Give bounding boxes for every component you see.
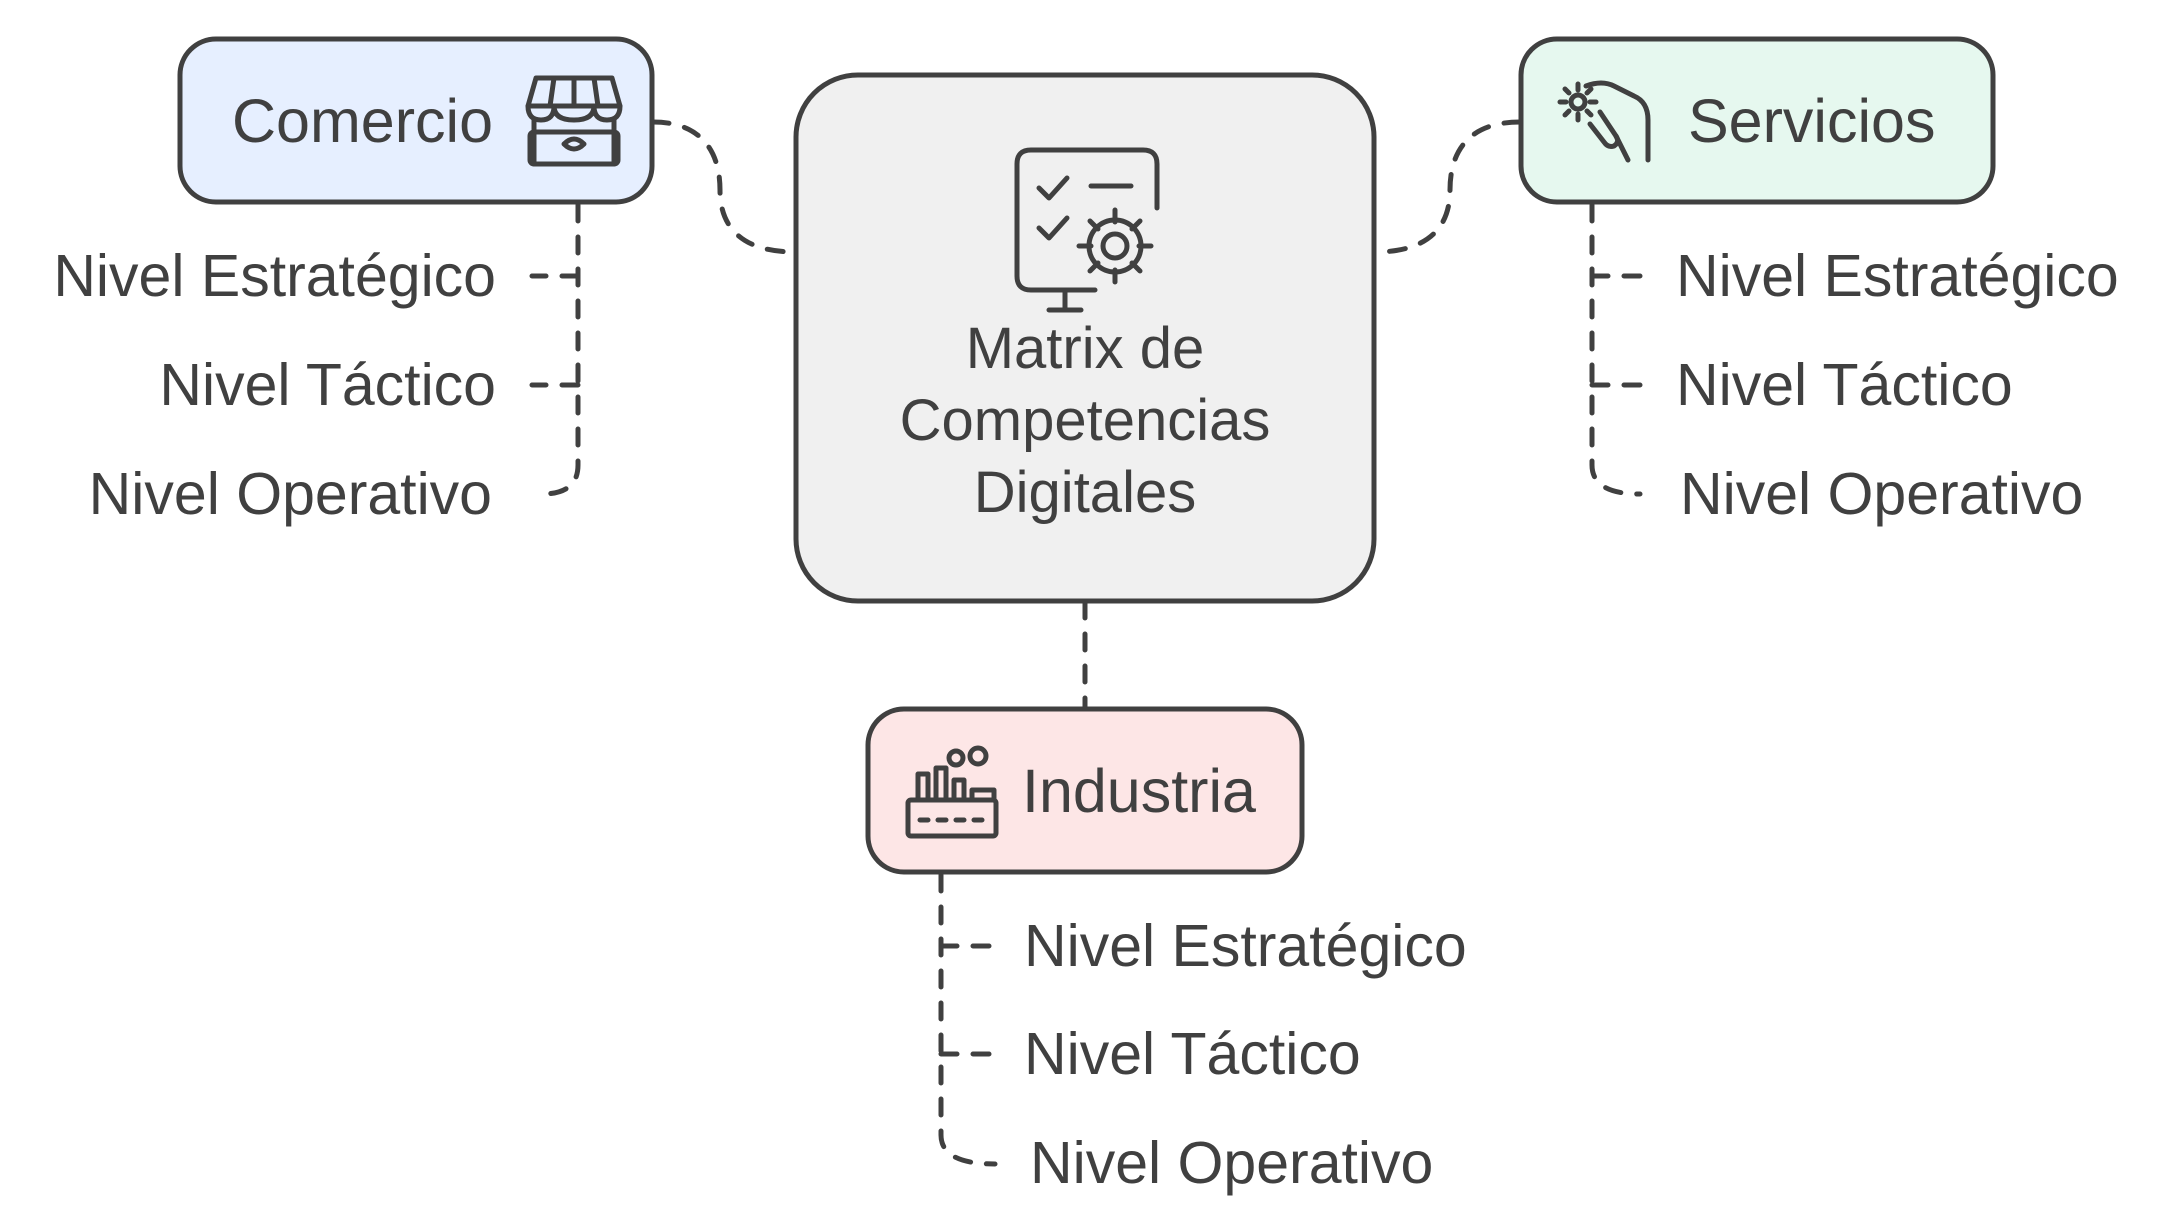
hand-gear-icon	[1557, 80, 1651, 163]
industria-item-estrategico: Nivel Estratégico	[1024, 913, 1467, 979]
connector-comercio-trunk	[539, 202, 581, 497]
industria-items: Nivel Estratégico Nivel Táctico Nivel Op…	[1024, 913, 1467, 1196]
servicios-items: Nivel Estratégico Nivel Táctico Nivel Op…	[1676, 243, 2119, 527]
industria-item-operativo: Nivel Operativo	[1030, 1130, 1433, 1196]
node-industria-title: Industria	[1022, 757, 1256, 825]
market-stall-icon	[525, 75, 623, 167]
comercio-item-estrategico: Nivel Estratégico	[53, 243, 496, 309]
center-title-line-3: Digitales	[974, 460, 1196, 525]
node-servicios: Servicios	[1518, 36, 1996, 205]
node-comercio-title: Comercio	[232, 87, 493, 155]
connector-center-comercio	[650, 119, 798, 255]
comercio-item-tactico: Nivel Táctico	[159, 352, 496, 418]
connectors	[529, 119, 1643, 1167]
comercio-item-operativo: Nivel Operativo	[89, 461, 492, 527]
connector-industria-trunk	[938, 872, 998, 1167]
checklist-gear-monitor-icon	[1014, 147, 1160, 313]
center-node: Matrix de Competencias Digitales	[793, 72, 1377, 604]
node-servicios-box	[1518, 36, 1996, 205]
center-title-line-2: Competencias	[900, 388, 1271, 453]
comercio-items: Nivel Estratégico Nivel Táctico Nivel Op…	[53, 243, 496, 527]
industria-item-tactico: Nivel Táctico	[1024, 1021, 1361, 1087]
connector-center-servicios	[1372, 119, 1523, 255]
center-node-box	[793, 72, 1377, 604]
node-servicios-title: Servicios	[1688, 87, 1935, 155]
node-industria: Industria	[865, 706, 1305, 875]
connector-servicios-trunk	[1589, 202, 1643, 497]
servicios-item-tactico: Nivel Táctico	[1676, 352, 2013, 418]
node-comercio: Comercio	[177, 36, 655, 205]
center-title-line-1: Matrix de	[966, 316, 1205, 381]
servicios-item-operativo: Nivel Operativo	[1680, 461, 2083, 527]
servicios-item-estrategico: Nivel Estratégico	[1676, 243, 2119, 309]
factory-icon	[905, 745, 999, 839]
